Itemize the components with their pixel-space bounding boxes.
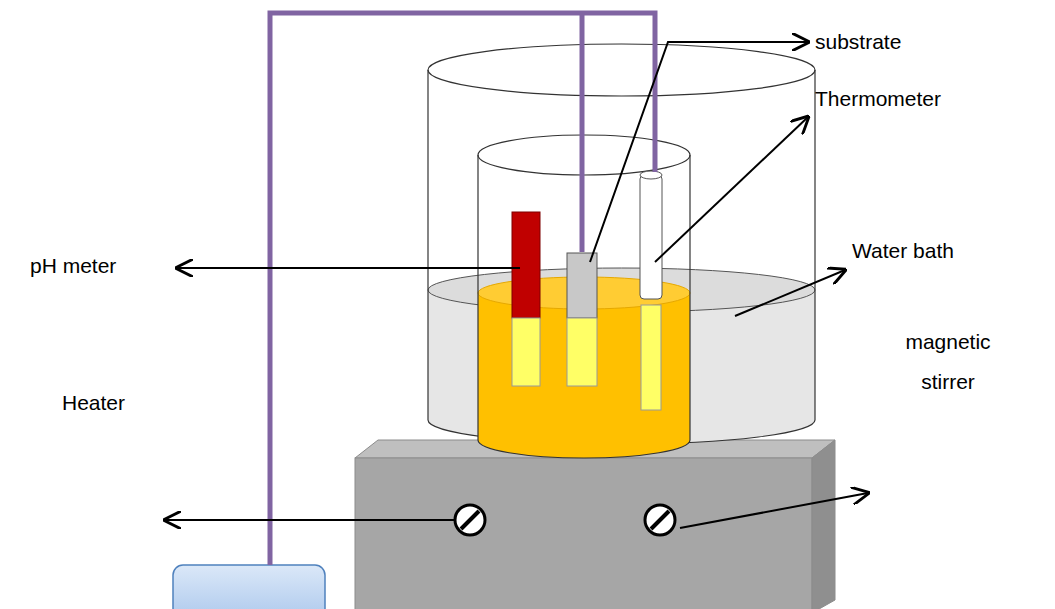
ph-probe: [512, 212, 540, 386]
part-label: Thermometer: [815, 86, 941, 111]
part-label: Water bath: [852, 238, 954, 263]
thermometer: [640, 171, 662, 410]
leader-arrows: [165, 42, 868, 528]
substrate-electrode: [567, 253, 597, 386]
part-label: pH meter: [30, 253, 116, 278]
part-label: Heater: [62, 390, 125, 415]
part-label: substrate: [815, 29, 901, 54]
part-label: magnetic stirrer: [893, 322, 1003, 402]
heater-box: [173, 565, 325, 609]
wire: [270, 13, 655, 565]
magnetic-stirrer-body: [355, 440, 835, 609]
